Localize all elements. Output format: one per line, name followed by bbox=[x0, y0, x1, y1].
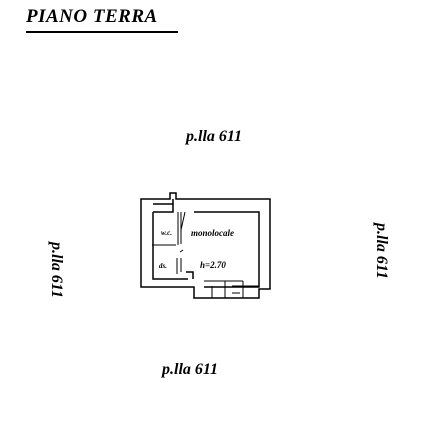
outer-wall-outline bbox=[140, 192, 271, 299]
outer-walls bbox=[140, 192, 271, 299]
top-left-wall bbox=[153, 199, 174, 213]
room-label-wc: w.c. bbox=[161, 229, 172, 237]
room-label-ds: ds. bbox=[159, 262, 167, 270]
floor-title: PIANO TERRA bbox=[26, 6, 158, 27]
inner-wall-outline bbox=[152, 211, 260, 288]
title-underline bbox=[26, 31, 178, 33]
door-swing bbox=[180, 211, 186, 231]
bottom-fixture-detail bbox=[232, 285, 248, 294]
room-label-monolocale: monolocale bbox=[191, 228, 234, 238]
ds-partition bbox=[176, 249, 184, 274]
room-height-label: h=2.70 bbox=[200, 260, 226, 270]
bottom-fixtures bbox=[204, 280, 259, 298]
parcel-label-bottom: p.lla 611 bbox=[162, 361, 219, 378]
parcel-label-top: p.lla 611 bbox=[186, 128, 243, 145]
partitions bbox=[152, 211, 259, 298]
